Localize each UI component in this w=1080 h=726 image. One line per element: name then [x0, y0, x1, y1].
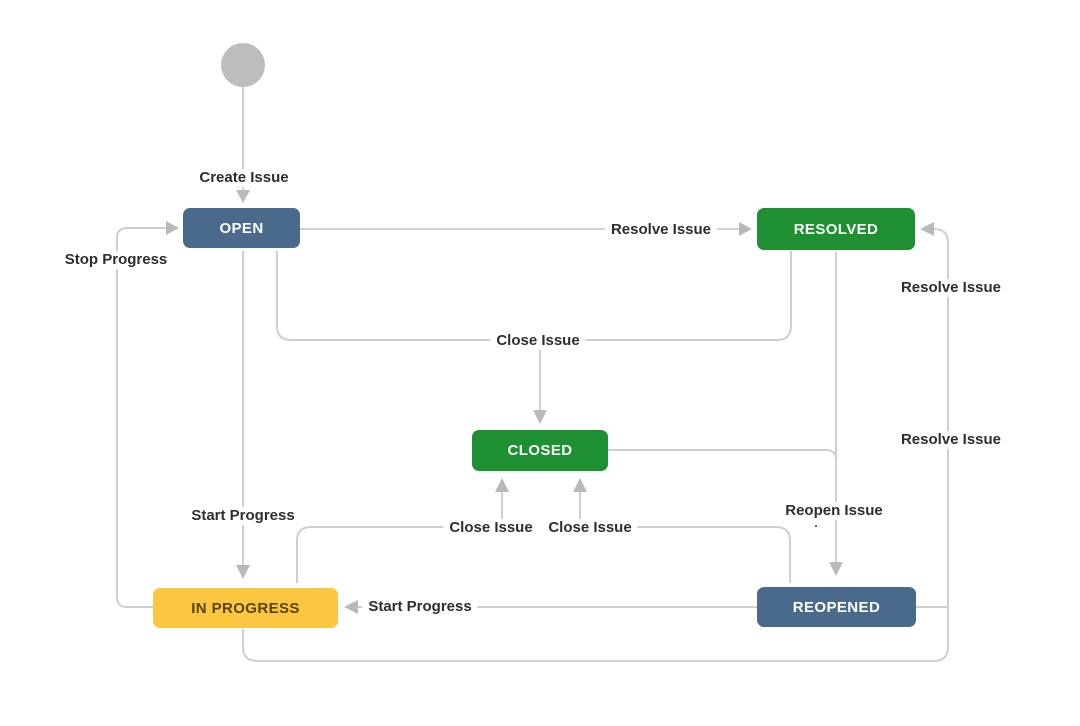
arrowhead-into-closed-top: [533, 410, 547, 424]
edge-close-issue-shared: [276, 251, 792, 341]
arrowhead-into-inprogress-top: [236, 565, 250, 579]
arrowhead-into-resolved-left: [739, 222, 752, 236]
arrowhead-into-reopened-top: [829, 562, 843, 576]
edge-arrowheads: [166, 190, 934, 614]
arrowhead-into-closed-bottom-left: [495, 478, 509, 492]
arrowhead-into-closed-bottom-right: [573, 478, 587, 492]
transition-label-stop-progress[interactable]: Stop Progress: [58, 251, 174, 269]
transition-label-resolve-issue-right-lower[interactable]: Resolve Issue: [894, 431, 1008, 449]
start-node[interactable]: [221, 43, 265, 87]
transition-label-create-issue[interactable]: Create Issue: [193, 169, 295, 187]
edge-resolve-loop: [242, 228, 949, 662]
transition-label-close-issue-shared[interactable]: Close Issue: [490, 332, 586, 350]
arrowhead-into-resolved-right: [920, 222, 934, 236]
transition-label-close-issue-in-progress[interactable]: Close Issue: [443, 519, 539, 537]
state-reopened[interactable]: REOPENED: [757, 587, 916, 627]
transition-label-resolve-issue-open[interactable]: Resolve Issue: [604, 221, 718, 239]
state-in-progress[interactable]: IN PROGRESS: [153, 588, 338, 628]
arrowhead-into-inprogress-right: [344, 600, 358, 614]
state-closed[interactable]: CLOSED: [472, 430, 608, 471]
transition-label-close-issue-reopened[interactable]: Close Issue: [542, 519, 638, 537]
transition-label-resolve-issue-right-upper[interactable]: Resolve Issue: [894, 279, 1008, 297]
transition-label-start-progress-reopened[interactable]: Start Progress: [362, 598, 478, 616]
arrowhead-create-issue: [236, 190, 250, 203]
edge-stop-progress: [116, 227, 166, 608]
transition-label-start-progress-open[interactable]: Start Progress: [185, 507, 301, 525]
state-resolved[interactable]: RESOLVED: [757, 208, 915, 250]
transition-label-reopen-issue[interactable]: Reopen Issue: [779, 502, 889, 520]
state-open[interactable]: OPEN: [183, 208, 300, 248]
edge-inprogress-close-issue: [296, 526, 470, 583]
arrowhead-into-open-left: [166, 221, 179, 235]
edge-reopened-close-issue: [610, 526, 791, 583]
stray-dot: .: [814, 516, 818, 530]
edge-closed-to-reopen-join: [608, 449, 837, 461]
